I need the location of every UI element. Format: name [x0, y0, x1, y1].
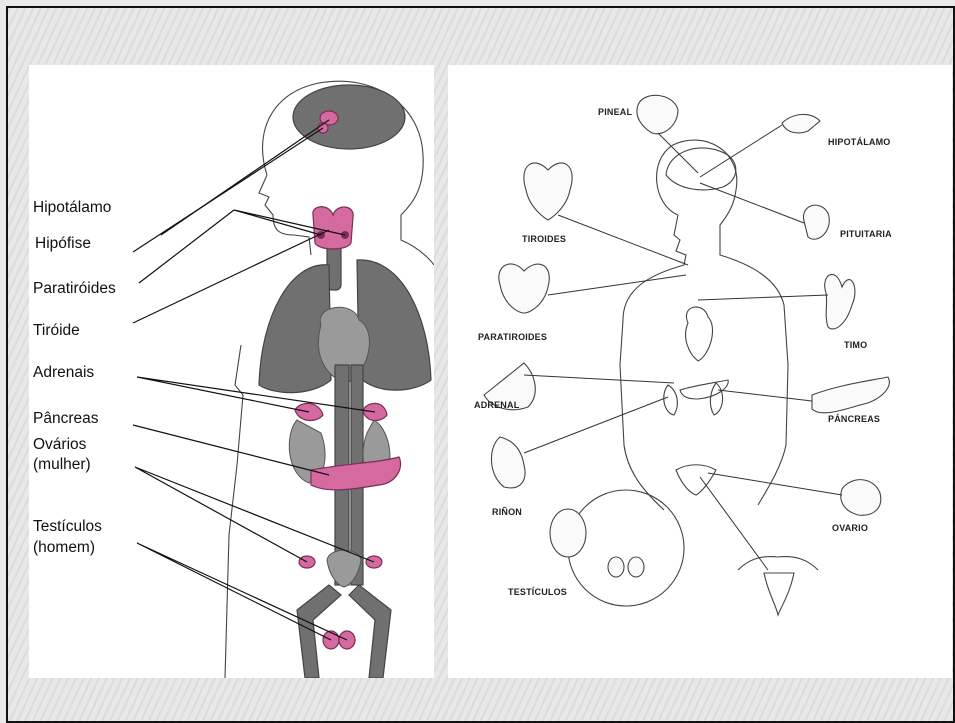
pointer-hipotalamo — [700, 125, 782, 177]
label-tiroides: TIROIDES — [522, 234, 566, 244]
pointer-adrenal — [524, 375, 674, 383]
testiculos-sketch — [550, 509, 586, 557]
rinon-sketch — [491, 437, 525, 488]
pointer-rinon — [524, 397, 668, 453]
pointer-testiculos — [137, 543, 347, 640]
testiculos-inset-right — [628, 557, 644, 577]
pointer-tiroides — [558, 215, 688, 265]
left-endocrine-diagram: Hipotálamo Hipófise Paratiróides Tiróide… — [29, 65, 434, 678]
label-pineal: PINEAL — [598, 107, 633, 117]
right-endocrine-diagram: PINEAL HIPOTÁLAMO PITUITARIA TIROIDES PA… — [448, 65, 952, 678]
label-adrenais: Adrenais — [33, 364, 94, 381]
right-leg-vessel — [349, 585, 391, 678]
testiculos-inset-circle — [568, 490, 684, 606]
right-lung — [357, 260, 431, 390]
label-hipofise: Hipófise — [35, 235, 91, 252]
label-rinon: RIÑON — [492, 507, 522, 517]
pointer-pancreas — [718, 390, 812, 401]
label-tiroide: Tiróide — [33, 322, 80, 339]
label-ovario: OVARIO — [832, 523, 868, 533]
pointer-hipofise — [133, 128, 323, 252]
label-pancreas: PÁNCREAS — [828, 414, 880, 424]
left-diagram-svg: Hipotálamo Hipófise Paratiróides Tiróide… — [29, 65, 434, 678]
label-testiculos: Testículos — [33, 518, 102, 535]
ovario-sketch — [841, 480, 881, 516]
label-testiculos: TESTÍCULOS — [508, 587, 567, 597]
thyroid-gland — [313, 207, 353, 249]
pointer-uterus — [700, 477, 768, 570]
uterus-detail-sketch — [738, 557, 818, 615]
slide-frame: Hipotálamo Hipófise Paratiróides Tiróide… — [6, 6, 955, 723]
pointer-timo — [698, 295, 828, 300]
label-hipotalamo: Hipotálamo — [33, 199, 111, 216]
pineal-sketch — [637, 95, 678, 133]
pancreas-organ-sketch — [812, 377, 889, 413]
label-ovarios: Ovários — [33, 436, 87, 453]
heart-sketch — [686, 307, 713, 361]
label-paratiroides: PARATIROIDES — [478, 332, 547, 342]
testiculos-inset-left — [608, 557, 624, 577]
label-hipotalamo: HIPOTÁLAMO — [828, 137, 891, 147]
tiroides-sketch — [524, 163, 572, 220]
paratiroides-sketch — [499, 264, 549, 313]
pointer-ovario — [708, 473, 842, 495]
label-testiculos-sub: (homem) — [33, 539, 95, 556]
timo-sketch — [825, 274, 855, 329]
label-adrenal: ADRENAL — [474, 400, 520, 410]
hipotalamo-sketch — [782, 114, 820, 133]
label-timo: TIMO — [844, 340, 867, 350]
body-silhouette — [620, 140, 788, 510]
pointer-pituitaria — [700, 183, 804, 223]
label-pituitaria: PITUITARIA — [840, 229, 892, 239]
label-ovarios-sub: (mulher) — [33, 456, 91, 473]
label-pancreas: Pâncreas — [33, 410, 99, 427]
label-paratiroides: Paratiróides — [33, 280, 116, 297]
right-diagram-svg: PINEAL HIPOTÁLAMO PITUITARIA TIROIDES PA… — [448, 65, 952, 678]
brain — [293, 85, 405, 149]
pituitaria-sketch — [803, 205, 829, 239]
pointer-paratiroides — [548, 275, 686, 295]
